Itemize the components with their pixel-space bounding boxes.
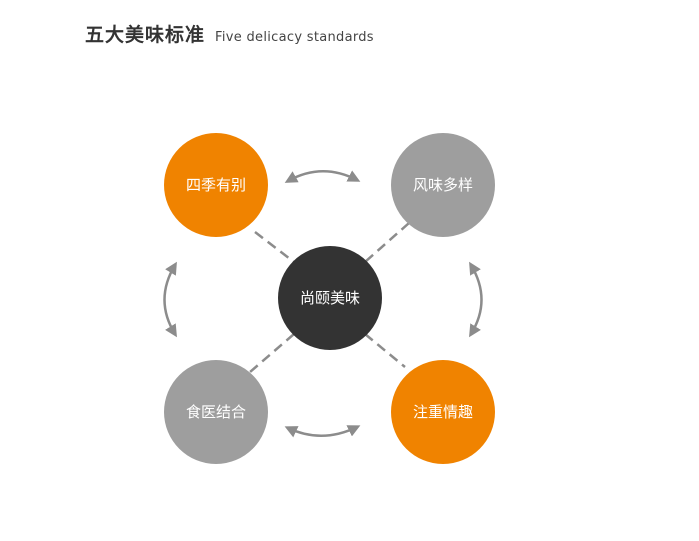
node-label: 食医结合 — [186, 403, 246, 421]
page-title: 五大美味标准 — [85, 24, 206, 46]
arrow-right — [469, 261, 483, 338]
header: 五大美味标准 Five delicacy standards — [85, 20, 374, 47]
arrow-bottom — [284, 425, 361, 438]
connector-line-top-left — [254, 231, 295, 263]
connector-line-bottom-left — [249, 333, 295, 373]
node-circle — [164, 360, 268, 464]
node-label: 注重情趣 — [413, 403, 473, 421]
connector-line-top-right — [364, 222, 410, 263]
node-top-right: 风味多样 — [391, 133, 495, 237]
node-label: 四季有别 — [186, 176, 246, 194]
center-label: 尚颐美味 — [300, 289, 360, 307]
node-label: 风味多样 — [413, 176, 473, 194]
connector-line-bottom-right — [364, 333, 406, 368]
node-top-left: 四季有别 — [164, 133, 268, 237]
arrow-top — [284, 170, 361, 183]
node-bottom-right: 注重情趣 — [391, 360, 495, 464]
page-subtitle: Five delicacy standards — [215, 30, 374, 45]
node-circle — [164, 133, 268, 237]
arrow-left — [163, 261, 177, 338]
node-circle — [391, 360, 495, 464]
node-bottom-left: 食医结合 — [164, 360, 268, 464]
node-center: 尚颐美味 — [278, 246, 382, 350]
center-circle — [278, 246, 382, 350]
node-circle — [391, 133, 495, 237]
